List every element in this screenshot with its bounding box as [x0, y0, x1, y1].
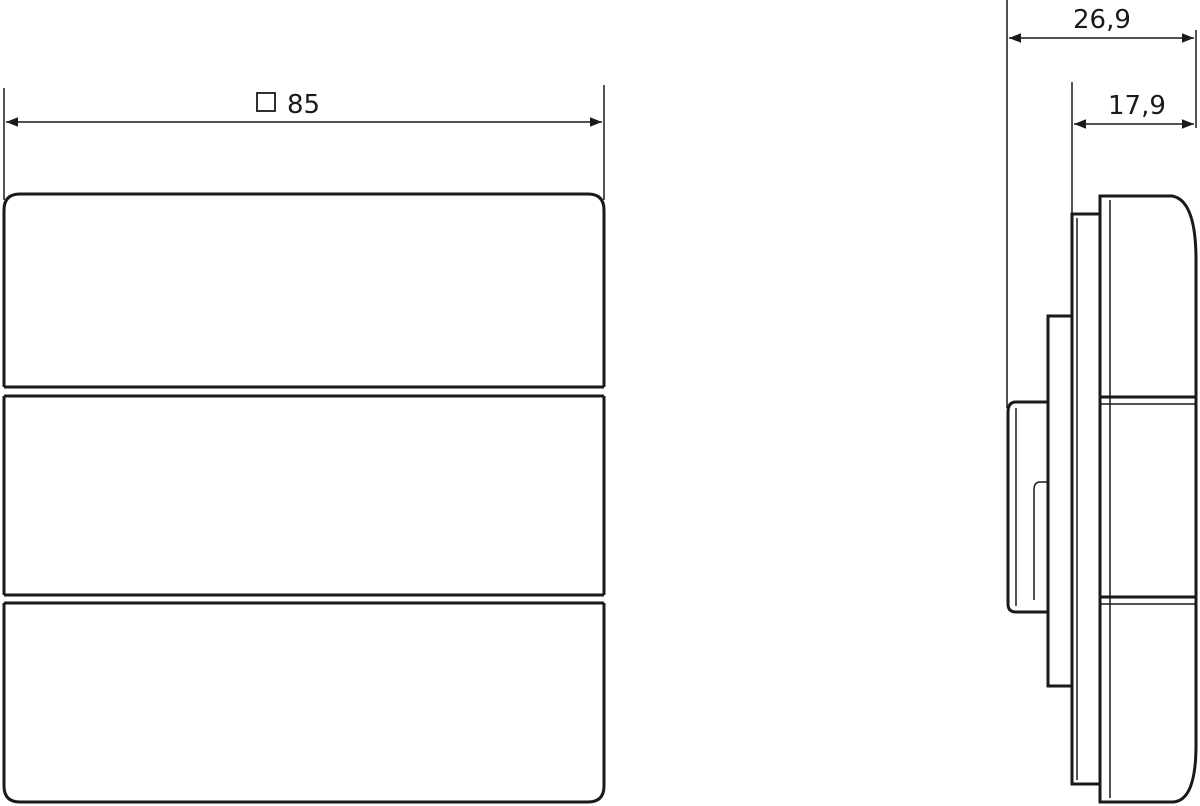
depth-total-label: 26,9	[1073, 5, 1131, 35]
rocker-top	[2, 192, 606, 387]
mechanism-insert	[1006, 400, 1048, 614]
support-plate	[1046, 314, 1074, 688]
frame-profile	[1070, 212, 1102, 786]
width-dimension-label: 85	[287, 90, 320, 120]
side-view: 26,9 17,9	[1006, 0, 1198, 804]
rocker-bottom	[2, 603, 606, 804]
mechanism-clip	[1033, 481, 1048, 600]
rocker-cap-profile	[1098, 194, 1198, 804]
square-symbol	[256, 92, 276, 112]
depth-front-label: 17,9	[1108, 91, 1166, 121]
front-view: 85	[2, 85, 606, 804]
